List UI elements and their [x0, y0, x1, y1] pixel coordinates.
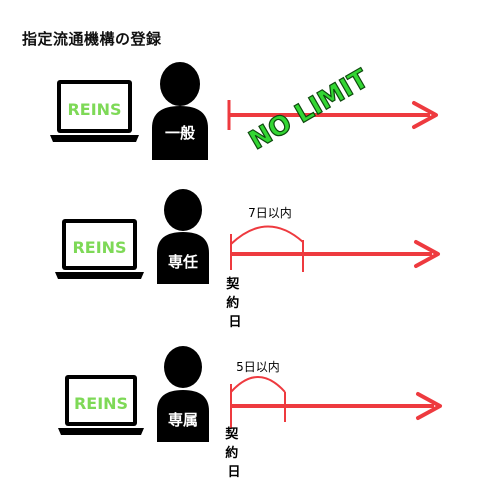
timeline-arrow — [227, 100, 438, 130]
row-general: REINS 一般 NO LIMIT — [50, 62, 438, 160]
contract-day-label: 契 約 日 — [224, 426, 243, 480]
timeline-arrow — [231, 392, 442, 420]
contract-day-char: 日 — [228, 315, 241, 330]
laptop-icon: REINS — [50, 80, 139, 142]
person-icon: 専任 — [157, 189, 209, 284]
reins-label: REINS — [72, 238, 126, 257]
person-role-label: 専属 — [168, 411, 198, 429]
contract-day-label: 契 約 日 — [225, 276, 244, 330]
contract-day-char: 日 — [227, 465, 240, 480]
period-label: 5日以内 — [236, 360, 280, 374]
contract-day-char: 約 — [226, 295, 239, 311]
row-exclusive-dedicated: REINS 専属 5日以内 契 約 日 — [58, 346, 442, 480]
period-bracket — [230, 376, 286, 428]
contract-day-char: 契 — [224, 426, 239, 442]
timeline-arrow — [231, 240, 440, 268]
period-bracket — [230, 225, 304, 272]
laptop-icon: REINS — [55, 219, 144, 279]
person-role-label: 一般 — [165, 124, 195, 142]
reins-label: REINS — [74, 394, 128, 413]
no-limit-label: NO LIMIT — [244, 64, 374, 156]
row-exclusive: REINS 専任 7日以内 契 約 日 — [55, 189, 440, 330]
contract-day-char: 契 — [225, 276, 240, 292]
period-label: 7日以内 — [248, 206, 292, 220]
page-title: 指定流通機構の登録 — [22, 30, 162, 48]
person-icon: 専属 — [157, 346, 209, 442]
laptop-icon: REINS — [58, 375, 144, 435]
person-icon: 一般 — [152, 62, 208, 160]
contract-day-char: 約 — [225, 445, 238, 461]
person-role-label: 専任 — [168, 253, 198, 271]
reins-label: REINS — [67, 100, 121, 119]
